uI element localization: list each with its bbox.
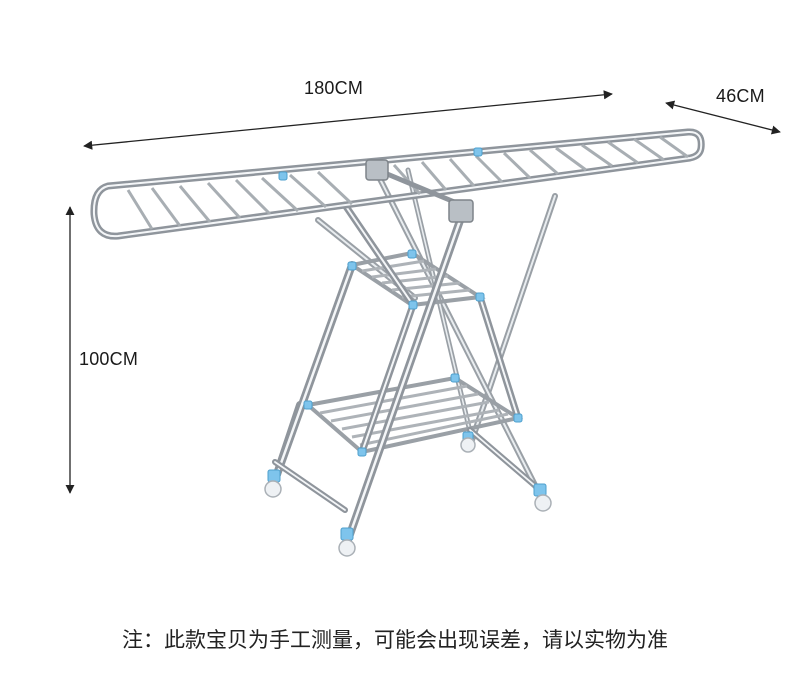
drying-rods bbox=[126, 135, 689, 230]
depth-label: 46CM bbox=[716, 86, 765, 106]
height-label: 100CM bbox=[79, 349, 139, 369]
caster-wheels bbox=[264, 437, 552, 557]
length-label: 180CM bbox=[304, 78, 364, 98]
depth-dimension-arrow bbox=[665, 100, 781, 135]
measurement-disclaimer: 注：此款宝贝为手工测量，可能会出现误差，请以实物为准 bbox=[122, 628, 668, 652]
length-dimension-arrow bbox=[83, 90, 613, 150]
rack-legs-front bbox=[271, 201, 543, 544]
hinge-joints bbox=[365, 159, 474, 223]
top-drying-frame bbox=[90, 128, 705, 240]
